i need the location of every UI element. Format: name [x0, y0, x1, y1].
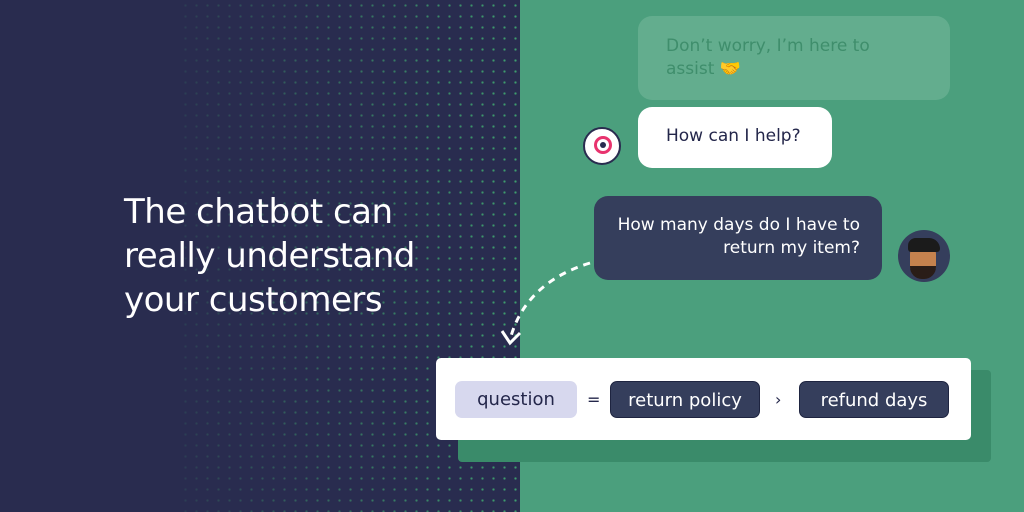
intent-card: question = return policy › refund days [436, 358, 971, 440]
bot-avatar-icon [583, 127, 621, 165]
faded-bot-message: Don’t worry, I’m here to assist 🤝 [638, 16, 950, 100]
headline: The chatbot can really understand your c… [124, 192, 415, 320]
subcategory-chip: refund days [799, 381, 949, 418]
user-message: How many days do I have to return my ite… [594, 196, 882, 280]
bot-message: How can I help? [638, 107, 832, 168]
equals-sign: = [587, 390, 601, 409]
category-chip: return policy [610, 381, 760, 418]
left-panel [180, 0, 520, 512]
intent-label-chip: question [455, 381, 577, 418]
chevron-right-icon: › [775, 390, 782, 409]
user-avatar [898, 230, 950, 282]
dashed-arrow-icon [500, 261, 591, 346]
